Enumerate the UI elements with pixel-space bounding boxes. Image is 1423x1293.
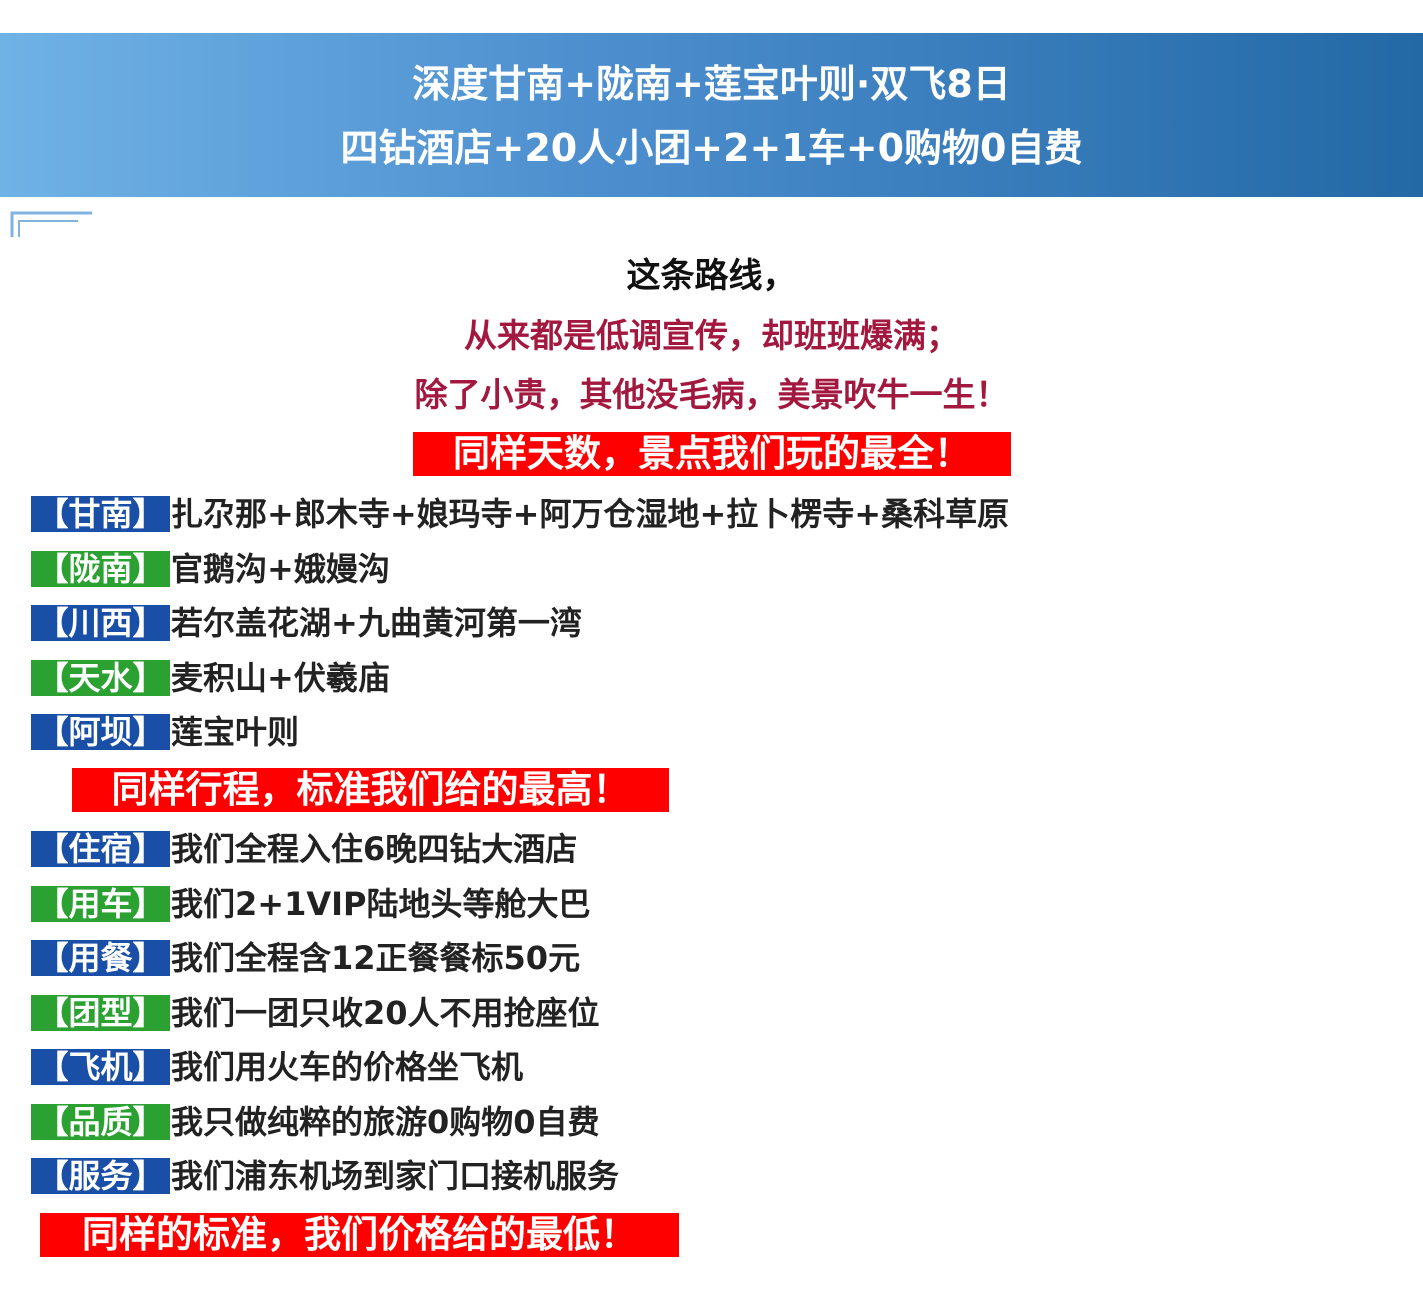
standard-text: 我只做纯粹的旅游0购物0自费 (171, 1103, 600, 1141)
spot-row-chuanxi: 【川西】 若尔盖花湖+九曲黄河第一湾 (31, 605, 582, 641)
standard-tag: 【团型】 (31, 995, 170, 1031)
region-tag: 【陇南】 (31, 551, 170, 587)
intro-line-1: 这条路线， (626, 256, 797, 296)
standard-row-hotel: 【住宿】 我们全程入住6晚四钻大酒店 (31, 831, 577, 867)
standard-row-flight: 【飞机】 我们用火车的价格坐飞机 (31, 1049, 523, 1085)
region-tag: 【甘南】 (31, 496, 170, 532)
spot-row-gannan: 【甘南】 扎尕那+郎木寺+娘玛寺+阿万仓湿地+拉卜楞寺+桑科草原 (31, 496, 1009, 532)
standard-tag: 【服务】 (31, 1158, 170, 1194)
standard-text: 我们全程含12正餐餐标50元 (171, 939, 581, 977)
standard-row-quality: 【品质】 我只做纯粹的旅游0购物0自费 (31, 1104, 600, 1140)
spot-row-longnan: 【陇南】 官鹅沟+娥嫚沟 (31, 551, 390, 587)
region-tag: 【阿坝】 (31, 714, 170, 750)
highlight-banner-standard: 同样行程，标准我们给的最高！ (72, 768, 669, 812)
region-tag: 【天水】 (31, 660, 170, 696)
standard-text: 我们2+1VIP陆地头等舱大巴 (171, 885, 591, 923)
standard-row-service: 【服务】 我们浦东机场到家门口接机服务 (31, 1158, 619, 1194)
standard-tag: 【用车】 (31, 886, 170, 922)
spot-list: 官鹅沟+娥嫚沟 (171, 550, 390, 588)
standard-text: 我们用火车的价格坐飞机 (171, 1048, 524, 1086)
standard-text: 我们全程入住6晚四钻大酒店 (171, 830, 578, 868)
intro-line-3: 除了小贵，其他没毛病，美景吹牛一生！ (414, 375, 1009, 414)
standard-row-group: 【团型】 我们一团只收20人不用抢座位 (31, 995, 600, 1031)
highlight-banner-scenic: 同样天数，景点我们玩的最全！ (413, 432, 1011, 476)
standard-text: 我们一团只收20人不用抢座位 (171, 994, 600, 1032)
spot-row-tianshui: 【天水】 麦积山+伏羲庙 (31, 660, 390, 696)
standard-tag: 【品质】 (31, 1104, 170, 1140)
spot-list: 扎尕那+郎木寺+娘玛寺+阿万仓湿地+拉卜楞寺+桑科草原 (171, 495, 1010, 533)
standard-tag: 【用餐】 (31, 940, 170, 976)
spot-row-aba: 【阿坝】 莲宝叶则 (31, 714, 299, 750)
standard-tag: 【飞机】 (31, 1049, 170, 1085)
intro-line-2: 从来都是低调宣传，却班班爆满； (464, 316, 959, 355)
spot-list: 若尔盖花湖+九曲黄河第一湾 (171, 604, 582, 642)
region-tag: 【川西】 (31, 605, 170, 641)
spot-list: 麦积山+伏羲庙 (171, 659, 390, 697)
banner-title: 深度甘南+陇南+莲宝叶则·双飞8日 (412, 62, 1011, 106)
highlight-banner-price: 同样的标准，我们价格给的最低！ (40, 1213, 679, 1257)
standard-text: 我们浦东机场到家门口接机服务 (171, 1157, 620, 1195)
title-banner: 深度甘南+陇南+莲宝叶则·双飞8日 四钻酒店+20人小团+2+1车+0购物0自费 (0, 33, 1423, 197)
banner-subtitle: 四钻酒店+20人小团+2+1车+0购物0自费 (340, 126, 1083, 170)
standard-tag: 【住宿】 (31, 831, 170, 867)
corner-bracket-decoration (10, 211, 92, 237)
spot-list: 莲宝叶则 (171, 713, 300, 751)
standard-row-vehicle: 【用车】 我们2+1VIP陆地头等舱大巴 (31, 886, 590, 922)
standard-row-meals: 【用餐】 我们全程含12正餐餐标50元 (31, 940, 580, 976)
